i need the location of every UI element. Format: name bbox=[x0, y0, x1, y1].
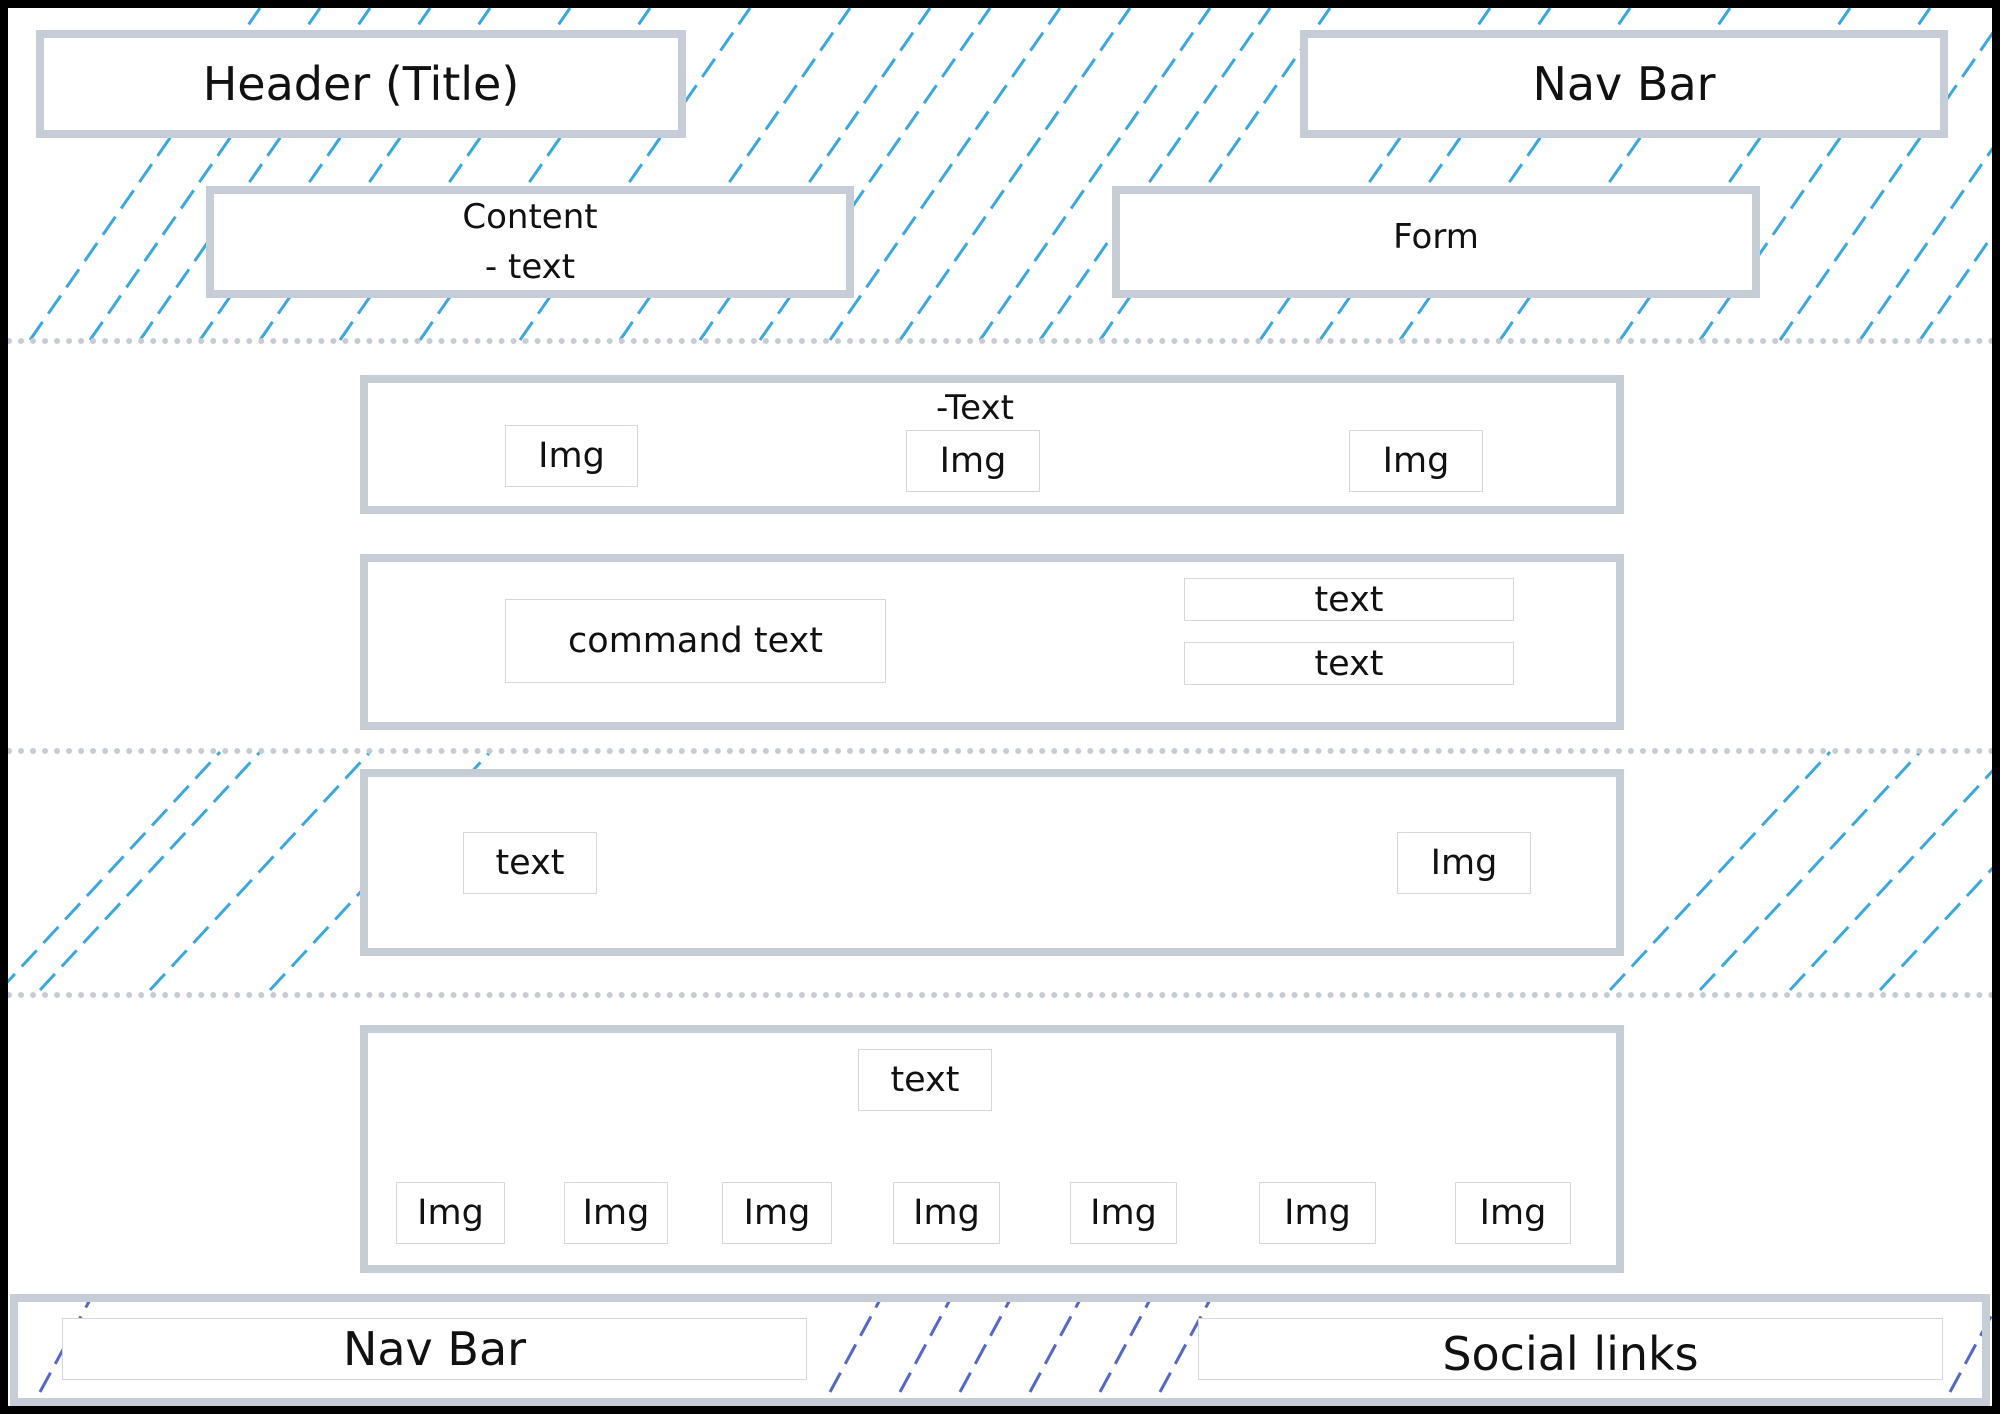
gallery-heading: -Text bbox=[936, 388, 1014, 428]
hatch-line bbox=[1038, 7, 1272, 341]
hatch-line bbox=[1778, 19, 2000, 341]
strip-image-6: Img bbox=[1259, 1182, 1376, 1244]
hatch-line bbox=[1098, 1295, 1154, 1393]
gallery-image-1: Img bbox=[505, 425, 638, 487]
section-separator-2 bbox=[6, 748, 1996, 754]
command-text-block[interactable]: command text bbox=[505, 599, 886, 683]
hatch-line bbox=[828, 1295, 884, 1393]
footer-section bbox=[10, 1294, 1990, 1406]
strip-image-4: Img bbox=[893, 1182, 1000, 1244]
form-label: Form bbox=[1393, 217, 1479, 257]
section-separator-3 bbox=[6, 992, 1996, 998]
gallery-image-2: Img bbox=[906, 430, 1040, 492]
hatch-line bbox=[1698, 750, 1922, 992]
hatch-line bbox=[1878, 857, 2000, 992]
header-box: Header (Title) bbox=[36, 30, 686, 138]
footer-nav-bar[interactable]: Nav Bar bbox=[62, 1318, 807, 1380]
hatch-line bbox=[38, 1295, 94, 1393]
hatch-line bbox=[898, 1295, 954, 1393]
page-title: Header (Title) bbox=[202, 57, 520, 111]
strip-image-3: Img bbox=[722, 1182, 832, 1244]
top-nav-bar[interactable]: Nav Bar bbox=[1300, 30, 1948, 138]
form-box[interactable]: Form bbox=[1112, 186, 1760, 298]
hatch-line bbox=[1028, 1295, 1084, 1393]
content-box: Content - text bbox=[206, 186, 854, 298]
hatch-line bbox=[1948, 1296, 2000, 1393]
hatch-line bbox=[898, 7, 1132, 341]
hatch-line bbox=[1788, 760, 2000, 992]
strip-text: text bbox=[858, 1049, 992, 1111]
hatch-line bbox=[1608, 750, 1832, 992]
hatch-line bbox=[1158, 1295, 1214, 1393]
top-nav-label: Nav Bar bbox=[1532, 57, 1716, 111]
command-text-1: text bbox=[1184, 578, 1514, 621]
gallery-image-3: Img bbox=[1349, 430, 1483, 492]
hatch-line bbox=[0, 750, 222, 992]
content-text: - text bbox=[484, 247, 576, 287]
hatch-line bbox=[38, 750, 262, 992]
content-title: Content bbox=[462, 197, 598, 237]
feature-text: text bbox=[463, 832, 597, 894]
hatch-line bbox=[148, 750, 372, 992]
strip-image-2: Img bbox=[564, 1182, 668, 1244]
footer-social-links[interactable]: Social links bbox=[1198, 1318, 1943, 1381]
hatch-line bbox=[828, 7, 1062, 341]
feature-image: Img bbox=[1397, 832, 1531, 894]
strip-image-5: Img bbox=[1070, 1182, 1177, 1244]
hatch-line bbox=[958, 1295, 1014, 1393]
command-text-2: text bbox=[1184, 642, 1514, 685]
hatch-line bbox=[978, 7, 1212, 341]
hatch-line bbox=[1858, 135, 2000, 341]
strip-image-7: Img bbox=[1455, 1182, 1571, 1244]
hatch-line bbox=[1918, 221, 2000, 341]
strip-image-1: Img bbox=[396, 1182, 505, 1244]
section-separator-1 bbox=[6, 338, 1996, 344]
